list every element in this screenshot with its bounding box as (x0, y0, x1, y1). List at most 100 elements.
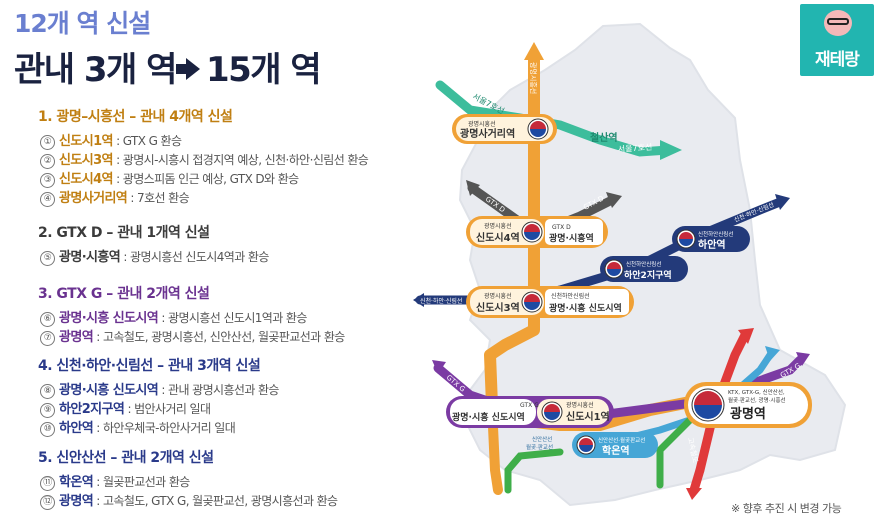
item-description: : 관내 광명시흥선과 환승 (158, 383, 279, 397)
item-number: ② (40, 154, 55, 169)
list-item: ⑨ 하안2지구역 : 범안사거리 일대 (40, 398, 211, 418)
station-sub-haan: 신천하안신림선 (698, 230, 733, 238)
item-description: : 광명시흥선 신도시4역과 환승 (120, 250, 269, 264)
title-main-right: 15개 역 (205, 50, 322, 90)
station-hakon: 학온역 (602, 444, 630, 457)
station-gm: 광명역 (730, 406, 766, 422)
station-shr: 광명·시흥 신도시역 (549, 302, 622, 314)
item-description: : GTX G 환승 (112, 134, 182, 148)
route-map: 서울7호선 서울7호선 철산역 GTX D GTX D 신천·하안·신림선 신천… (413, 22, 847, 507)
station-gtxd: 광명·시흥역 (549, 232, 594, 244)
station-sub-hakon-left: 신안산선 (532, 435, 552, 443)
item-description: : 하안우체국-하안사거리 일대 (93, 421, 236, 435)
title-main: 관내 3개 역 15개 역 (14, 42, 322, 91)
item-number: ⑩ (40, 422, 55, 437)
gtxg-arrowhead-right (796, 352, 810, 366)
sinansan-arrowhead (765, 346, 780, 361)
station-badge-hakon: 신안산선·월곶판교선 학온역 (572, 432, 658, 458)
item-station: 하안2지구역 (59, 402, 125, 417)
station-sub-s3: 광명시흥선 (484, 222, 512, 230)
station-sub-hakon: 신안산선·월곶판교선 (598, 436, 645, 444)
line7-arrowhead (660, 140, 682, 160)
item-number: ⑪ (40, 476, 55, 491)
section-heading: 5. 신안산선 – 관내 2개역 신설 (38, 450, 214, 466)
station-badge-gwangmyeong: KTX, GTX-G, 신안산선, 월곶·판교선, 광명·시흥선 광명역 (684, 382, 812, 428)
item-description: : 월곶판교선과 환승 (93, 475, 190, 489)
wolgot-path-west (504, 448, 564, 494)
station-badge-s4-gtxd: 광명시흥선 신도시4역 GTX D 광명·시흥역 (466, 216, 608, 248)
gm-siheung-arrowhead (524, 42, 544, 60)
sinrim-label-left: 신천·하안·신림선 (420, 297, 462, 305)
gtxg-arrowhead-left (432, 360, 446, 374)
station-sub-haan2: 신천하안신림선 (626, 260, 661, 268)
item-station: 하안역 (59, 421, 94, 436)
station-s4: 광명사거리역 (460, 127, 515, 140)
station-sub-s1: 광명시흥선 (566, 401, 594, 409)
station-badge-s3-shr: 광명시흥선 신도시3역 신천하안신림선 광명·시흥 신도시역 (466, 286, 634, 318)
item-number: ① (40, 135, 55, 150)
station-haan: 하안역 (698, 238, 726, 251)
item-station: 신도시3역 (59, 153, 113, 168)
section-heading: 2. GTX D – 관내 1개역 신설 (38, 225, 210, 241)
section-heading: 3. GTX G – 관내 2개역 신설 (38, 286, 210, 302)
item-description: : 범안사거리 일대 (124, 402, 211, 416)
station-badge-gm-crossroad: 광명시흥선 광명사거리역 (452, 114, 557, 144)
station-sub-gm1: KTX, GTX-G, 신안산선, (728, 388, 785, 396)
item-station: 광명·시흥 신도시역 (59, 383, 159, 398)
item-number: ⑥ (40, 312, 55, 327)
list-item: ⑧ 광명·시흥 신도시역 : 관내 광명시흥선과 환승 (40, 379, 279, 399)
item-station: 신도시4역 (59, 172, 113, 187)
line7-label-right: 서울7호선 (618, 143, 653, 154)
item-description: : 고속철도, 광명시흥선, 신안산선, 월곶판교선과 환승 (93, 330, 345, 344)
item-description: : 광명시-시흥시 접경지역 예상, 신천·하안·신림선 환승 (112, 153, 369, 167)
list-item: ① 신도시1역 : GTX G 환승 (40, 130, 182, 150)
station-s3: 신도시4역 (476, 231, 520, 244)
item-station: 학온역 (59, 475, 94, 490)
list-item: ⑩ 하안역 : 하안우체국-하안사거리 일대 (40, 417, 236, 437)
brand-logo-text: 재테랑 (815, 50, 860, 70)
section-heading: 4. 신천·하안·신림선 – 관내 3개역 신설 (38, 358, 261, 374)
gm-siheung-label: 광명시흥선 (529, 62, 538, 94)
station-haan2: 하안2지구역 (624, 269, 672, 281)
list-item: ④ 광명사거리역 : 7호선 환승 (40, 187, 190, 207)
arrow-right-icon (175, 57, 200, 80)
item-station: 광명역 (59, 330, 94, 345)
station-badge-haan2: 신천하안신림선 하안2지구역 (600, 256, 688, 282)
item-station: 신도시1역 (59, 134, 113, 149)
section-heading: 1. 광명–시흥선 – 관내 4개역 신설 (38, 109, 233, 125)
item-number: ⑧ (40, 384, 55, 399)
sinrim-arrowhead-left (413, 293, 424, 307)
station-sub-shr: 신천하안신림선 (551, 292, 590, 300)
station-gtxg: 광명·시흥 신도시역 (452, 411, 525, 423)
station-badge-gtxg-s1: GTX G 광명·시흥 신도시역 광명시흥선 신도시1역 (446, 396, 614, 428)
item-number: ⑨ (40, 403, 55, 418)
wolgot-path-south (656, 416, 694, 489)
ktx-path-south (689, 468, 705, 492)
item-description: : 광명스피돔 인근 예상, GTX D와 환승 (112, 172, 299, 186)
station-badge-haan: 신천하안신림선 하안역 (672, 226, 750, 252)
station-s2: 신도시3역 (476, 301, 520, 314)
station-sub-s2: 광명시흥선 (484, 292, 512, 300)
line7-path (435, 80, 673, 157)
item-description: : 광명시흥선 신도시1역과 환승 (158, 311, 307, 325)
ktx-arrowhead-south (686, 488, 702, 500)
item-number: ④ (40, 192, 55, 207)
item-number: ⑫ (40, 495, 55, 510)
item-station: 광명·시흥역 (59, 250, 121, 265)
list-item: ② 신도시3역 : 광명시-시흥시 접경지역 예상, 신천·하안·신림선 환승 (40, 149, 369, 169)
sinrim-arrowhead-right (775, 194, 790, 210)
item-description: : 7호선 환승 (127, 191, 190, 205)
station-sub-gm2: 월곶·판교선, 광명·시흥선 (728, 396, 786, 404)
item-description: : 고속철도, GTX G, 월곶판교선, 광명시흥선과 환승 (93, 494, 338, 508)
station-sub-hakon-left2: 월곶·판교선 (526, 443, 553, 451)
item-number: ③ (40, 173, 55, 188)
list-item: ⑪ 학온역 : 월곶판교선과 환승 (40, 471, 190, 491)
item-station: 광명사거리역 (59, 191, 128, 206)
gtxd-arrowhead-right (606, 192, 622, 208)
title-main-left: 관내 3개 역 (14, 50, 177, 90)
station-sub-gtxg: GTX G (520, 402, 539, 409)
